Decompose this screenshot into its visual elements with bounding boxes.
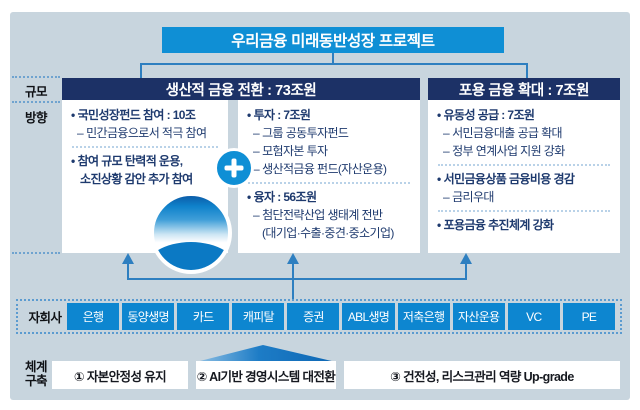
subsidiary-chip: 은행 [67, 303, 120, 330]
sub-item: –생산적금융 펀드(자산운용) [246, 160, 414, 178]
item-text: 생산적금융 펀드(자산운용) [262, 162, 387, 176]
dash-marker: – [443, 126, 450, 140]
roof-triangle-graphic [196, 345, 336, 362]
dash-marker: – [253, 162, 260, 176]
connector-bracket [140, 63, 528, 65]
gutter-divider [12, 101, 60, 103]
item-text: 정부 연계사업 지원 강화 [452, 144, 565, 158]
bullet-item: •유동성 공급 : 7조원 [436, 106, 614, 124]
project-title: 우리금융 미래동반성장 프로젝트 [162, 27, 504, 53]
subsidiary-chip: 저축은행 [397, 303, 450, 330]
dash-marker: – [443, 190, 450, 204]
dash-marker: – [253, 126, 260, 140]
connector-drop-left [140, 63, 142, 78]
sub-item: –금리우대 [436, 188, 614, 206]
header-productive-finance: 생산적 금융 전환 : 73조원 [62, 78, 420, 100]
bullet-item: •포용금융 추진체계 강화 [436, 216, 614, 234]
framework-box-ai-management: ② AI기반 경영시스템 대전환 [196, 361, 336, 389]
item-text: 참여 규모 탄력적 운용, [77, 154, 184, 168]
panel-investment-loans: •투자 : 7조원–그룹 공동투자펀드–모험자본 투자–생산적금융 펀드(자산운… [238, 100, 420, 253]
dotted-separator [438, 210, 610, 212]
item-text: 첨단전략산업 생태계 전반 [262, 208, 383, 222]
sub-item: –첨단전략산업 생태계 전반 [246, 206, 414, 224]
subsidiary-chip: 카드 [177, 303, 230, 330]
item-text: 금리우대 [452, 190, 494, 204]
subsidiary-chip: PE [562, 303, 615, 330]
sub-item: –모험자본 투자 [246, 142, 414, 160]
header-inclusive-finance: 포용 금융 확대 : 7조원 [428, 78, 620, 100]
bullet-item: •투자 : 7조원 [246, 106, 414, 124]
item-text: 투자 : 7조원 [253, 108, 311, 122]
dash-marker: – [77, 126, 84, 140]
item-text: 국민성장펀드 참여 : 10조 [77, 108, 196, 122]
framework-box-capital-stability: ① 자본안정성 유지 [52, 361, 188, 389]
item-text: 모험자본 투자 [262, 144, 328, 158]
globe-graphic [150, 192, 232, 274]
subsidiary-chip: ABL생명 [342, 303, 395, 330]
framework-label-line1: 체계 [24, 360, 48, 374]
bullet-marker: • [71, 154, 75, 168]
framework-box-risk-management: ③ 건전성, 리스크관리 역량 Up-grade [344, 361, 620, 389]
connector-title-stem [332, 53, 334, 64]
continuation-line: 소진상황 감안 추가 참여 [70, 170, 222, 188]
sub-item: –민간금융으로서 적극 참여 [70, 124, 222, 142]
plus-icon [214, 148, 254, 188]
bullet-item: •참여 규모 탄력적 운용, [70, 152, 222, 170]
arrow-riser-middle [292, 264, 294, 278]
up-arrow-icon [122, 253, 134, 264]
item-text: 소진상황 감안 추가 참여 [80, 172, 193, 186]
item-text: 포용금융 추진체계 강화 [443, 218, 554, 232]
framework-label-line2: 구축 [24, 374, 48, 388]
arrow-stem-down [292, 278, 294, 300]
sub-item: –정부 연계사업 지원 강화 [436, 142, 614, 160]
bullet-item: •융자 : 56조원 [246, 188, 414, 206]
bullet-marker: • [247, 108, 251, 122]
bullet-marker: • [437, 108, 441, 122]
bullet-item: •서민금융상품 금융비용 경감 [436, 170, 614, 188]
row-label-framework: 체계 구축 [14, 360, 58, 388]
sub-item: –그룹 공동투자펀드 [246, 124, 414, 142]
item-text: (대기업·수출·중견·중소기업) [262, 226, 394, 240]
bullet-marker: • [247, 190, 251, 204]
subsidiary-chip: 증권 [287, 303, 340, 330]
item-text: 유동성 공급 : 7조원 [443, 108, 535, 122]
item-text: 그룹 공동투자펀드 [262, 126, 349, 140]
bullet-marker: • [437, 172, 441, 186]
item-text: 서민금융대출 공급 확대 [452, 126, 562, 140]
arrow-bracket-line [127, 278, 467, 280]
dash-marker: – [253, 144, 260, 158]
subsidiary-chip: 자산운용 [452, 303, 505, 330]
subsidiary-chip: 캐피탈 [232, 303, 285, 330]
dotted-separator [248, 182, 410, 184]
row-label-subsidiaries: 자회사 [28, 311, 62, 325]
bullet-item: •국민성장펀드 참여 : 10조 [70, 106, 222, 124]
subsidiary-chip: VC [507, 303, 560, 330]
dash-marker: – [253, 208, 260, 222]
dotted-separator [72, 146, 218, 148]
connector-drop-right [526, 63, 528, 78]
item-text: 융자 : 56조원 [253, 190, 317, 204]
item-text: 민간금융으로서 적극 참여 [86, 126, 207, 140]
continuation-line: (대기업·수출·중견·중소기업) [246, 224, 414, 242]
up-arrow-icon [287, 253, 299, 264]
gutter-divider [12, 76, 60, 78]
arrow-riser-left [127, 264, 129, 278]
subsidiary-chip: 동양생명 [122, 303, 175, 330]
panel-inclusive-finance: •유동성 공급 : 7조원–서민금융대출 공급 확대–정부 연계사업 지원 강화… [428, 100, 620, 253]
item-text: 서민금융상품 금융비용 경감 [443, 172, 575, 186]
bullet-marker: • [71, 108, 75, 122]
row-label-direction: 방향 [24, 111, 48, 125]
bullet-marker: • [437, 218, 441, 232]
sub-item: –서민금융대출 공급 확대 [436, 124, 614, 142]
dash-marker: – [443, 144, 450, 158]
up-arrow-icon [460, 253, 472, 264]
row-label-scale: 규모 [24, 85, 48, 99]
arrow-riser-right [465, 264, 467, 278]
gutter-divider [12, 252, 60, 254]
dotted-separator [438, 164, 610, 166]
